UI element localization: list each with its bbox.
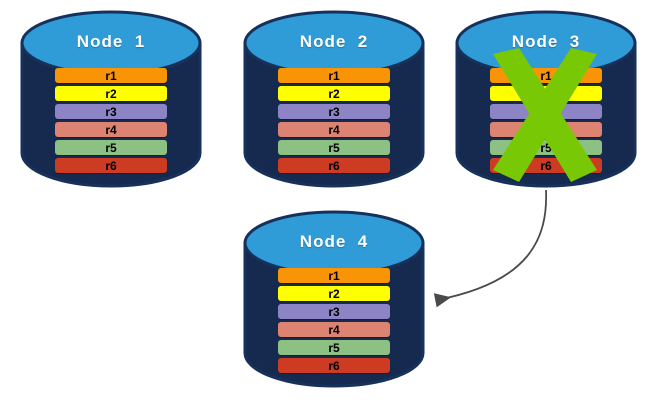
row-bar[interactable]: r6 xyxy=(278,158,390,173)
row-bar[interactable]: r3 xyxy=(278,104,390,119)
row-bar[interactable]: r6 xyxy=(490,158,602,173)
row-stack: r1 r2 r3 r4 r5 r6 xyxy=(20,68,202,173)
row-bar[interactable]: r4 xyxy=(278,122,390,137)
row-label: r3 xyxy=(105,104,117,119)
row-bar[interactable]: r1 xyxy=(278,68,390,83)
row-label: r3 xyxy=(540,104,552,119)
row-label: r6 xyxy=(540,158,552,173)
row-bar[interactable]: r4 xyxy=(490,122,602,137)
row-bar[interactable]: r3 xyxy=(55,104,167,119)
row-stack: r1 r2 r3 r4 r5 r6 xyxy=(455,68,637,173)
row-bar[interactable]: r5 xyxy=(278,340,390,355)
row-bar[interactable]: r5 xyxy=(55,140,167,155)
row-bar[interactable]: r1 xyxy=(490,68,602,83)
row-bar[interactable]: r6 xyxy=(55,158,167,173)
node-cylinder-node3[interactable]: Node 3 r1 r2 r3 r4 r5 r6 xyxy=(455,8,637,188)
row-bar[interactable]: r1 xyxy=(55,68,167,83)
row-label: r3 xyxy=(328,304,340,319)
row-bar[interactable]: r2 xyxy=(490,86,602,101)
row-label: r1 xyxy=(540,68,552,83)
row-bar[interactable]: r5 xyxy=(278,140,390,155)
row-label: r1 xyxy=(328,68,340,83)
row-label: r6 xyxy=(328,358,340,373)
row-label: r1 xyxy=(105,68,117,83)
row-bar[interactable]: r6 xyxy=(278,358,390,373)
row-bar[interactable]: r4 xyxy=(278,322,390,337)
row-label: r3 xyxy=(328,104,340,119)
row-label: r2 xyxy=(540,86,552,101)
row-label: r4 xyxy=(105,122,117,137)
row-label: r2 xyxy=(105,86,117,101)
row-stack: r1 r2 r3 r4 r5 r6 xyxy=(243,268,425,373)
node-cylinder-node1[interactable]: Node 1 r1 r2 r3 r4 r5 r6 xyxy=(20,8,202,188)
row-label: r4 xyxy=(328,122,340,137)
row-bar[interactable]: r4 xyxy=(55,122,167,137)
row-label: r2 xyxy=(328,86,340,101)
row-label: r5 xyxy=(328,340,340,355)
row-bar[interactable]: r5 xyxy=(490,140,602,155)
row-bar[interactable]: r3 xyxy=(278,304,390,319)
row-label: r6 xyxy=(328,158,340,173)
row-bar[interactable]: r1 xyxy=(278,268,390,283)
row-label: r1 xyxy=(328,268,340,283)
row-label: r5 xyxy=(328,140,340,155)
row-label: r2 xyxy=(328,286,340,301)
row-label: r4 xyxy=(328,322,340,337)
row-label: r4 xyxy=(540,122,552,137)
row-bar[interactable]: r2 xyxy=(278,86,390,101)
row-bar[interactable]: r2 xyxy=(55,86,167,101)
row-bar[interactable]: r2 xyxy=(278,286,390,301)
node-cylinder-node2[interactable]: Node 2 r1 r2 r3 r4 r5 r6 xyxy=(243,8,425,188)
row-stack: r1 r2 r3 r4 r5 r6 xyxy=(243,68,425,173)
row-bar[interactable]: r3 xyxy=(490,104,602,119)
row-label: r6 xyxy=(105,158,117,173)
row-label: r5 xyxy=(540,140,552,155)
node-cylinder-node4[interactable]: Node 4 r1 r2 r3 r4 r5 r6 xyxy=(243,208,425,388)
row-label: r5 xyxy=(105,140,117,155)
